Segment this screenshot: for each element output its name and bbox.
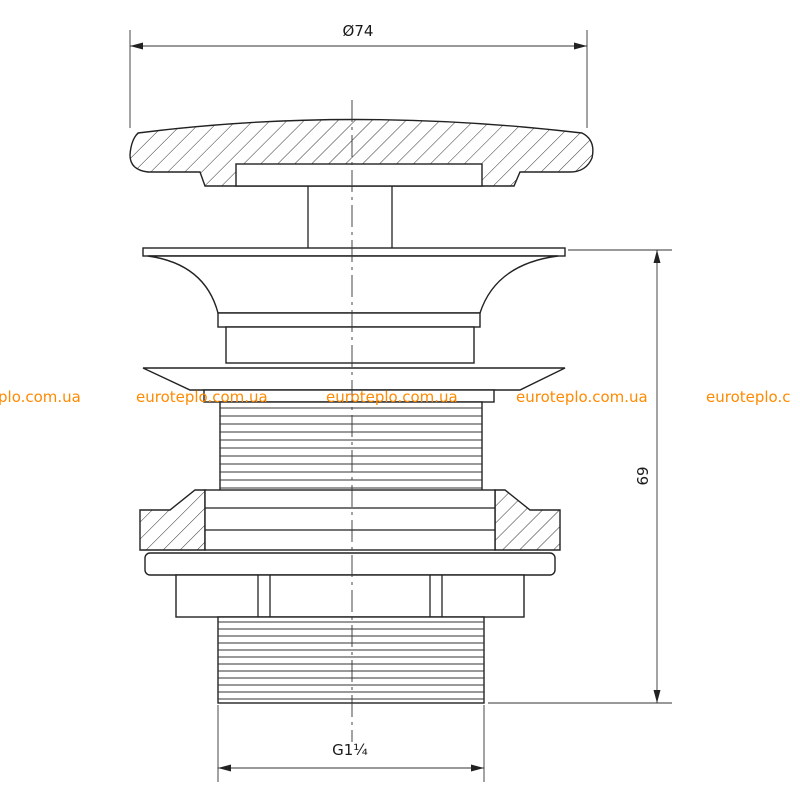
arrow-icon — [653, 250, 661, 263]
watermark: plo.com.ua euroteplo.com.ua euroteplo.co… — [0, 388, 790, 406]
arrow-icon — [471, 764, 484, 772]
height-label: 69 — [634, 466, 652, 485]
nut — [139, 489, 561, 551]
height-dimension: 69 — [488, 249, 672, 704]
top-diameter-label: Ø74 — [343, 22, 374, 40]
drain-body — [142, 247, 566, 403]
upper-thread — [219, 401, 483, 495]
watermark-text: euroteplo.com.ua — [136, 388, 268, 406]
arrow-icon — [218, 764, 231, 772]
top-diameter-dimension: Ø74 — [129, 22, 588, 128]
lower-nut — [175, 574, 525, 618]
arrow-icon — [653, 690, 661, 703]
watermark-text: plo.com.ua — [0, 388, 81, 406]
arrow-icon — [574, 42, 587, 50]
thread-label: G1¼ — [332, 741, 368, 759]
lower-thread — [217, 616, 485, 704]
thread-dimension: G1¼ — [217, 705, 485, 782]
watermark-text: euroteplo.c — [706, 388, 790, 406]
cap — [129, 118, 594, 248]
arrow-icon — [130, 42, 143, 50]
washer — [144, 552, 556, 576]
watermark-text: euroteplo.com.ua — [326, 388, 458, 406]
watermark-text: euroteplo.com.ua — [516, 388, 648, 406]
